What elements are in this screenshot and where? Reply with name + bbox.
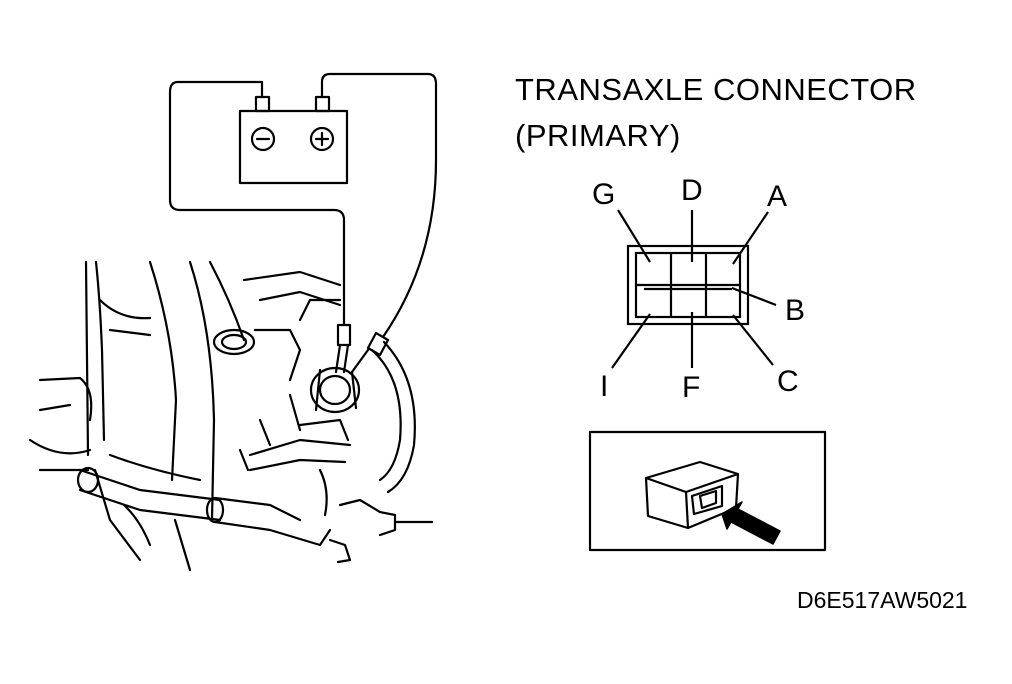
- lower-fittings: [238, 393, 434, 564]
- positive-lead-wire: [320, 72, 438, 339]
- pin-label-b: B: [785, 294, 806, 327]
- test-probe-icon: [334, 323, 390, 374]
- pin-label-d: D: [681, 174, 703, 207]
- transaxle-housing: [28, 260, 342, 572]
- pin-label-a: A: [767, 180, 788, 213]
- negative-lead-wire: [168, 80, 346, 327]
- pin-label-g: G: [592, 178, 616, 211]
- connector-face-diagram: [611, 209, 777, 369]
- pin-label-f: F: [682, 371, 701, 404]
- document-code: D6E517AW5021: [797, 587, 968, 613]
- pin-label-i: I: [600, 370, 609, 403]
- view-arrow-icon: [721, 501, 781, 545]
- pin-label-c: C: [777, 365, 799, 398]
- diagram-subtitle: (PRIMARY): [515, 118, 681, 153]
- battery-icon: [238, 95, 349, 185]
- view-direction-inset: [588, 430, 827, 552]
- diagram-title: TRANSAXLE CONNECTOR: [515, 72, 917, 107]
- transaxle-connector-socket: [309, 366, 361, 414]
- hose-assembly: [76, 340, 416, 547]
